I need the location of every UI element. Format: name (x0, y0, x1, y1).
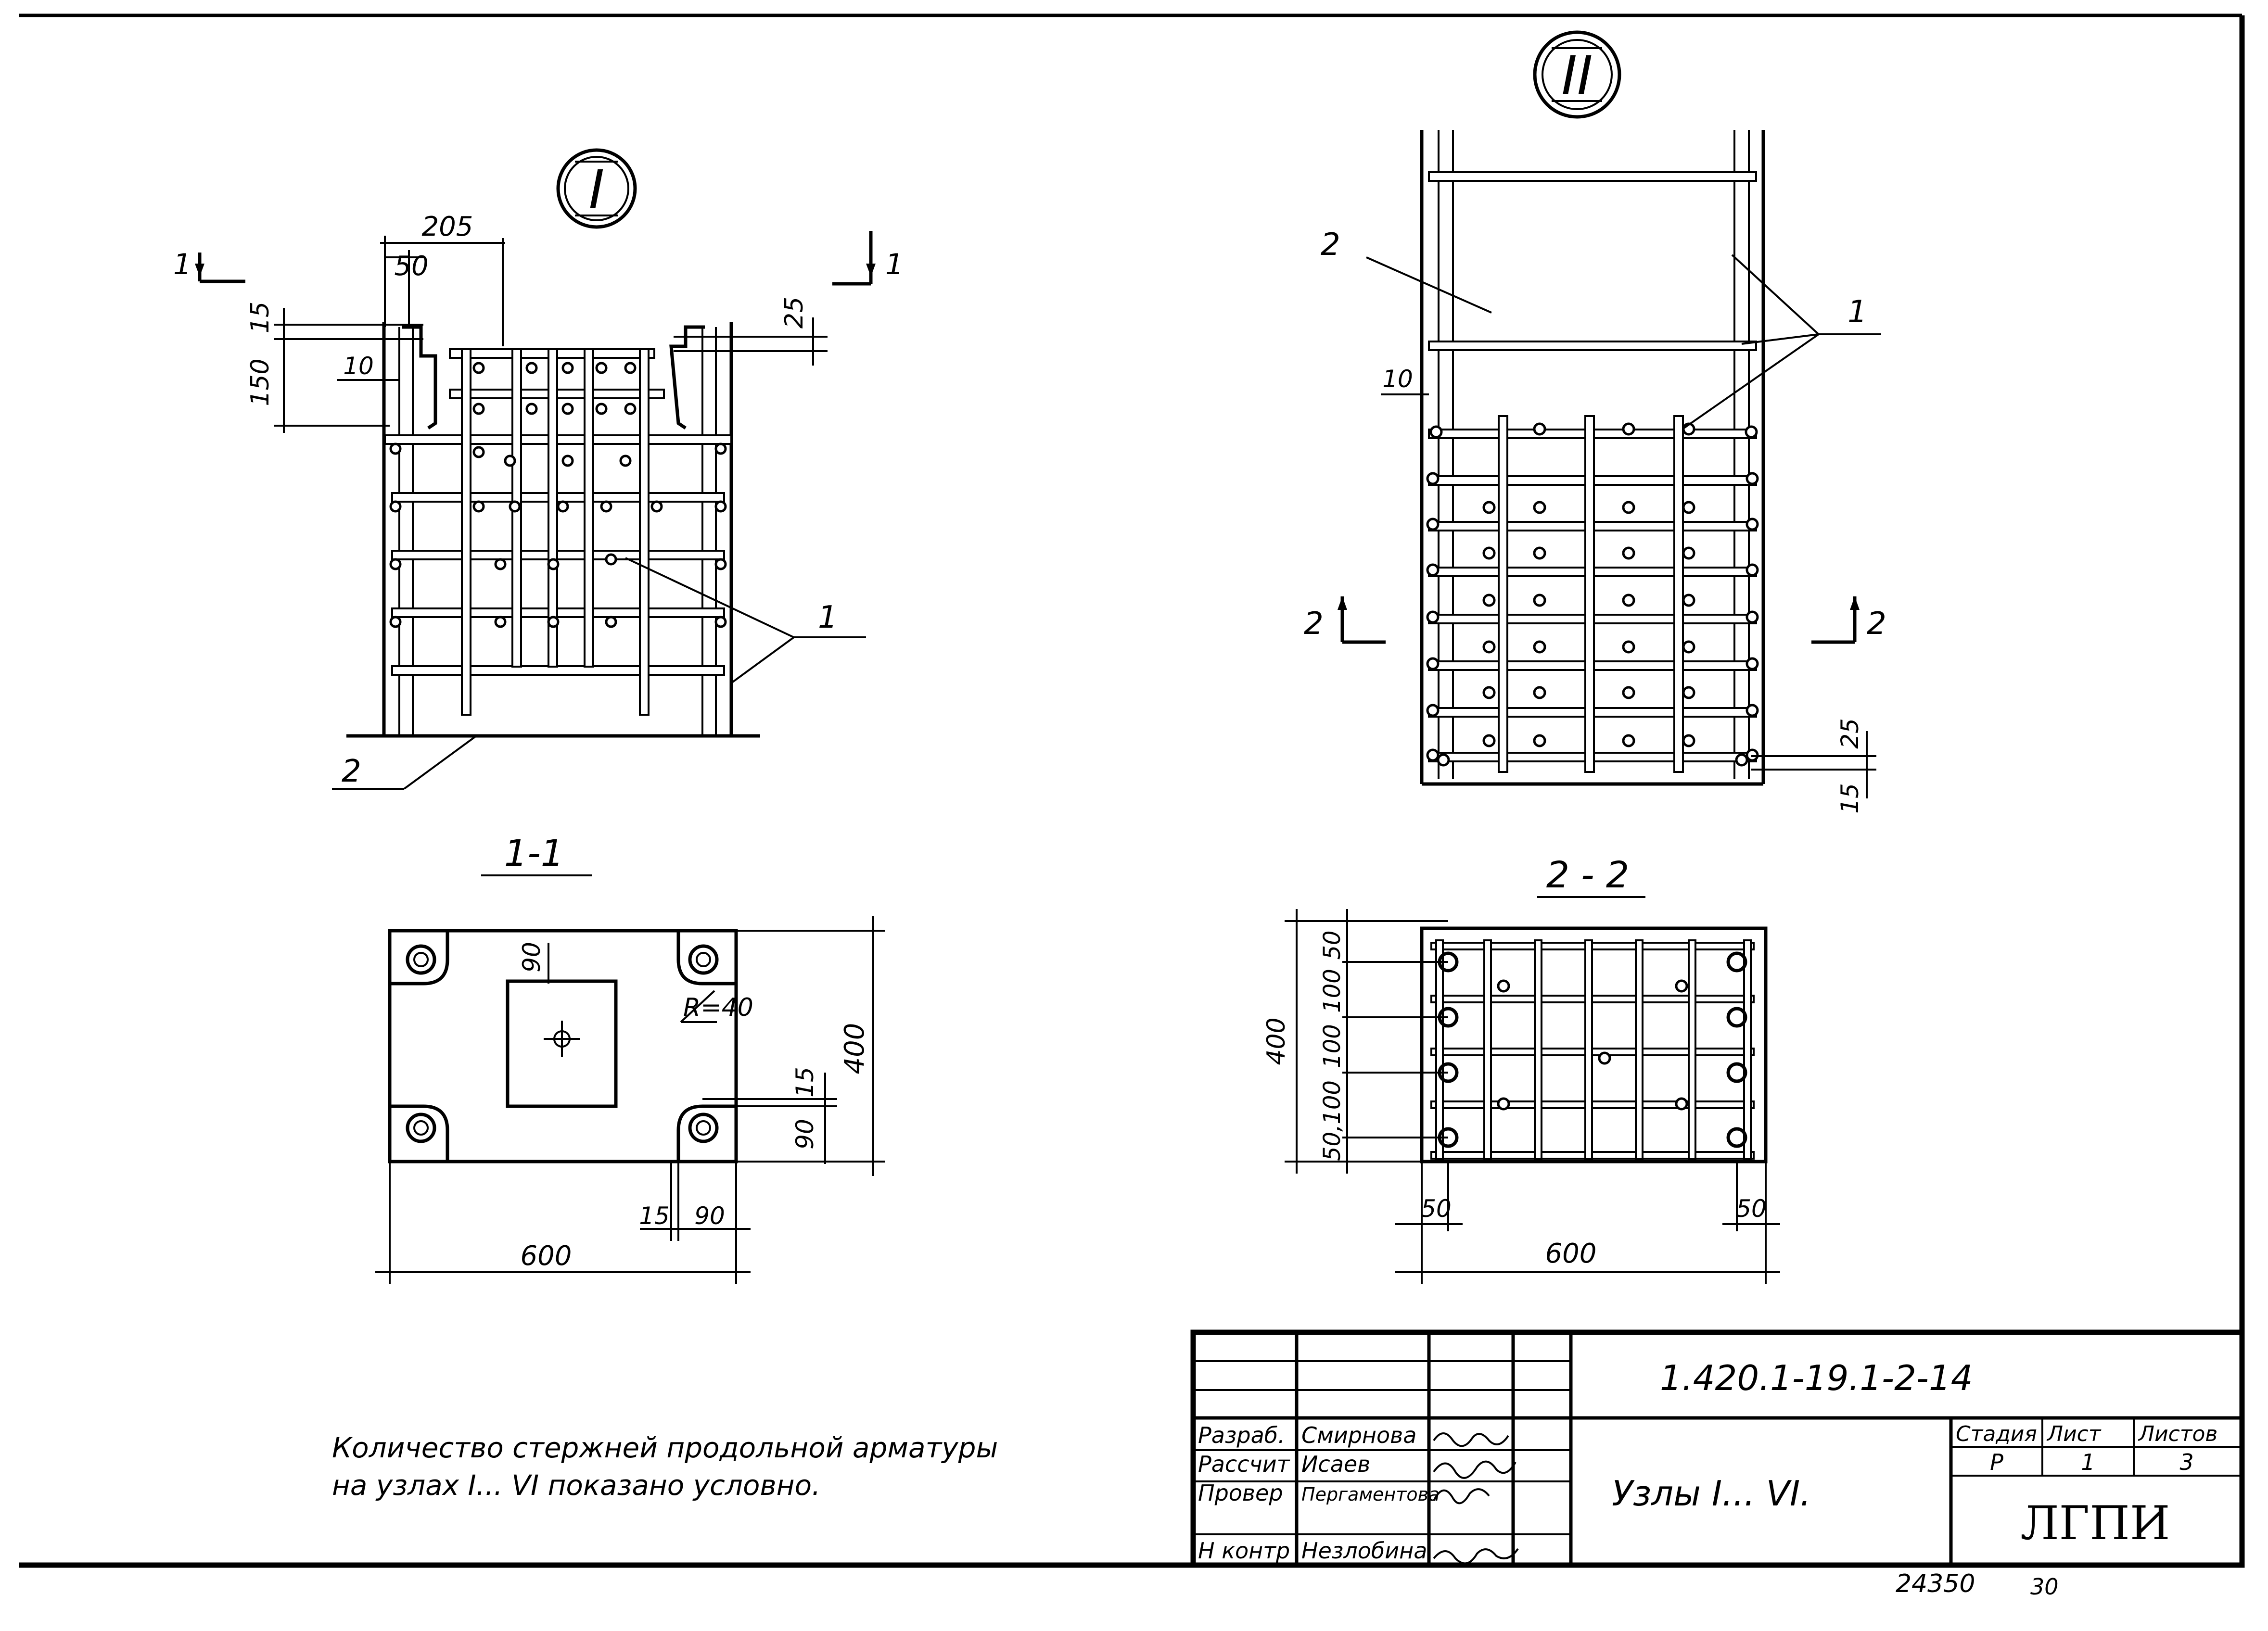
section-2-2-dim-50-100: 50,100 (1319, 1080, 1346, 1161)
node-2-section-mark-left: 2 (1304, 606, 1324, 642)
node-1-dim-205: 205 (422, 211, 473, 242)
section-1-1-dim-600: 600 (521, 1240, 572, 1272)
general-note: Количество стержней продольной арматуры … (332, 1431, 998, 1502)
section-1-1-dim-90-right: 90 (791, 1119, 819, 1150)
signature-3 (1433, 1488, 1490, 1505)
signature-1 (1433, 1432, 1509, 1447)
section-2-2-dim-100-a: 100 (1319, 969, 1346, 1013)
section-2-2: 2 - 2 (1262, 853, 1780, 1284)
node-2-dim-25: 25 (1836, 718, 1864, 749)
organization: ЛГПИ (2020, 1496, 2170, 1550)
node-1-mark-circle (556, 148, 637, 229)
signature-4 (1433, 1548, 1519, 1565)
node-2-mark: II (1562, 45, 1593, 106)
sheet-header: Лист (2046, 1422, 2102, 1446)
node-1-dim-150: 150 (246, 358, 275, 406)
designation: 1.420.1-19.1-2-14 (1660, 1358, 1973, 1398)
node-1-section-mark-right: 1 (885, 248, 904, 281)
name-3: Пергаментова (1301, 1484, 1440, 1505)
title-block: 1.420.1-19.1-2-14 Узлы I... VI. ЛГПИ Ста… (1190, 1329, 2245, 1568)
section-1-1-title: 1-1 (504, 832, 564, 874)
signature-2 (1433, 1460, 1516, 1479)
sheets-value: 3 (2179, 1449, 2193, 1475)
node-1-leader-1: 1 (818, 600, 838, 635)
stage-value: Р (1990, 1449, 2003, 1475)
node-2-dim-15: 15 (1836, 783, 1864, 814)
node-2-mark-circle (1533, 30, 1621, 119)
node-1-section-mark-left: 1 (173, 248, 191, 281)
node-1-view: I (173, 148, 904, 790)
section-1-1: 1-1 90 R=40 400 15 90 (375, 832, 885, 1284)
node-2-dim-10: 10 (1382, 365, 1413, 393)
role-1: Разраб. (1198, 1422, 1285, 1448)
section-1-1-dim-90-top: 90 (518, 942, 546, 973)
stage-header: Стадия (1956, 1422, 2037, 1446)
node-1-mark: I (589, 159, 604, 220)
node-1-dim-25: 25 (780, 297, 809, 329)
note-line-2: на узлах I... VI показано условно. (332, 1469, 821, 1502)
role-2: Рассчит (1198, 1451, 1290, 1477)
node-2-leader-1: 1 (1848, 294, 1867, 330)
footer-number: 30 (2030, 1574, 2059, 1600)
section-1-1-dim-90-bottom: 90 (694, 1202, 725, 1230)
section-2-2-dim-100-b: 100 (1319, 1024, 1346, 1068)
node-1-dim-15: 15 (246, 302, 275, 333)
section-1-1-dim-15-bottom: 15 (639, 1202, 670, 1230)
node-1-dim-10: 10 (343, 352, 374, 380)
section-2-2-dim-600: 600 (1545, 1238, 1597, 1269)
section-2-2-dim-50-left: 50 (1421, 1195, 1452, 1223)
name-4: Незлобина (1301, 1538, 1427, 1564)
node-1-dim-50: 50 (394, 251, 428, 282)
node-2-view: II (1304, 30, 1886, 814)
sheets-header: Листов (2138, 1422, 2217, 1446)
name-2: Исаев (1301, 1451, 1370, 1477)
sheet-title: Узлы I... VI. (1612, 1473, 1811, 1514)
name-1: Смирнова (1301, 1422, 1416, 1448)
section-1-1-dim-400: 400 (839, 1023, 870, 1075)
role-3: Провер (1198, 1480, 1283, 1506)
node-1-leader-2: 2 (342, 754, 361, 789)
section-2-2-title: 2 - 2 (1546, 853, 1629, 896)
note-line-1: Количество стержней продольной арматуры (332, 1431, 998, 1464)
node-2-section-mark-right: 2 (1867, 606, 1886, 642)
section-1-1-radius: R=40 (683, 993, 753, 1022)
footer-inventory: 24350 (1896, 1569, 1975, 1598)
sheet-value: 1 (2081, 1449, 2095, 1475)
section-2-2-dim-50-right: 50 (1736, 1195, 1767, 1223)
section-2-2-dim-400: 400 (1262, 1017, 1291, 1065)
role-4: Н контр (1198, 1538, 1290, 1564)
node-2-leader-2: 2 (1321, 227, 1340, 263)
section-2-2-dim-50-top: 50 (1319, 930, 1346, 960)
section-1-1-dim-15-right: 15 (791, 1067, 819, 1098)
